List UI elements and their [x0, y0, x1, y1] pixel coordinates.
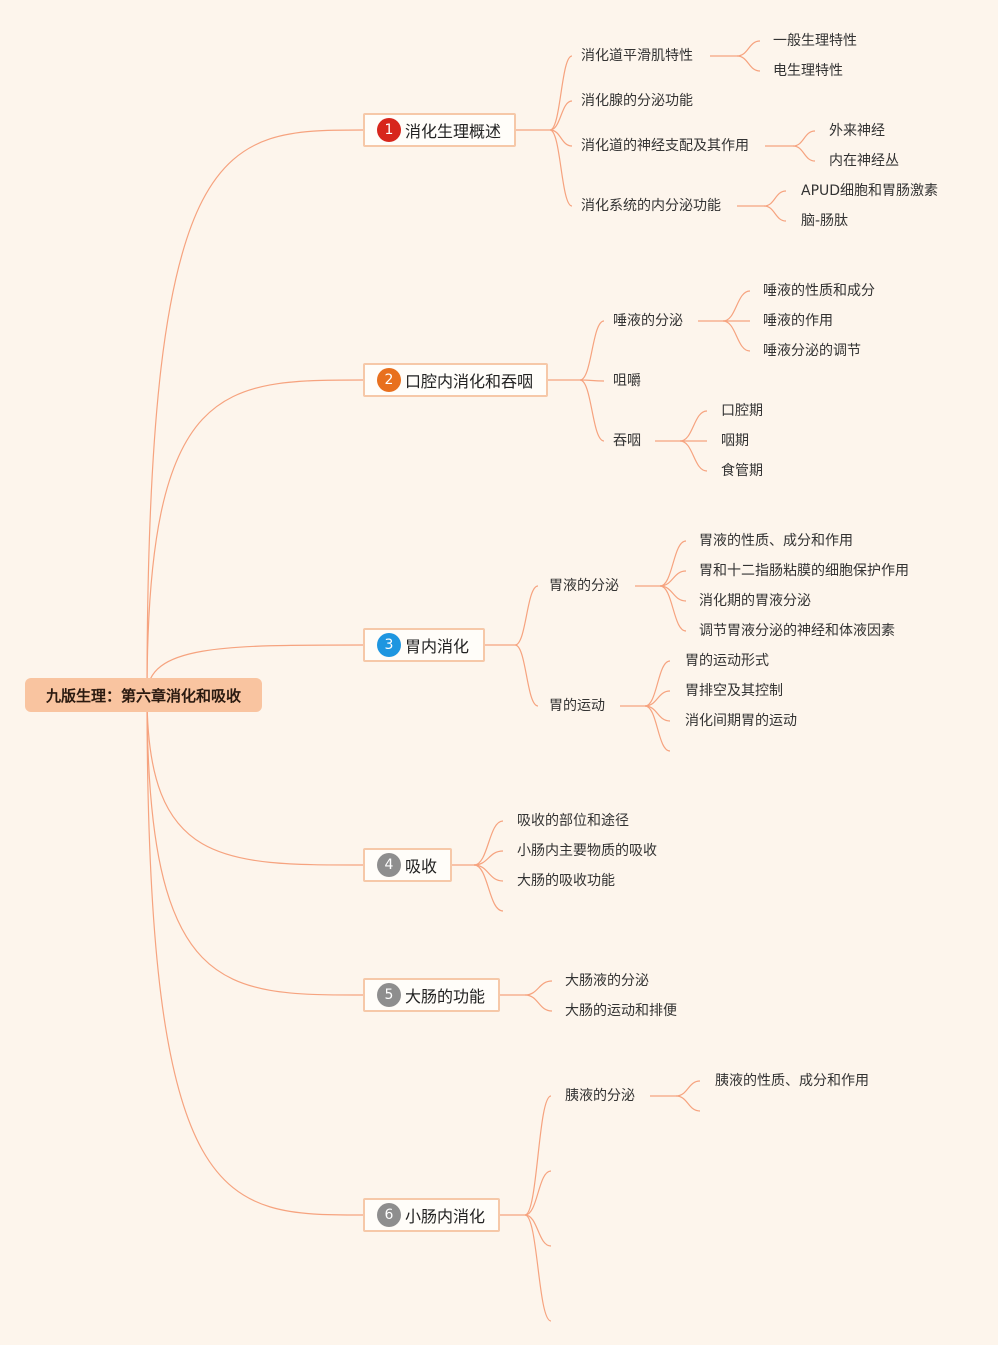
topic-node[interactable]: 消化道的神经支配及其作用 [581, 138, 749, 154]
child-link-4-3 [473, 864, 504, 882]
child-link-2-3 [579, 379, 605, 442]
grand-link-1-1-1 [736, 40, 761, 57]
topic-node[interactable]: 大肠液的分泌 [565, 973, 649, 989]
child-link-2-1 [579, 320, 605, 381]
root-link-2 [146, 379, 364, 696]
number-badge-icon: 2 [377, 368, 401, 392]
subtopic-node[interactable]: 电生理特性 [773, 63, 843, 79]
grand-link-6-1-1 [675, 1080, 701, 1097]
subtopic-node[interactable]: 唾液分泌的调节 [763, 343, 861, 359]
child-link-3-2 [514, 644, 539, 707]
number-badge-icon: 3 [377, 633, 401, 657]
subtopic-node[interactable]: 咽期 [721, 433, 749, 449]
grand-link-6-1-2 [675, 1095, 701, 1112]
subtopic-node[interactable]: 胃的运动形式 [685, 653, 769, 669]
subtopic-node[interactable]: 脑-肠肽 [801, 213, 849, 229]
grand-link-3-2-1 [644, 660, 671, 707]
subtopic-node[interactable]: APUD细胞和胃肠激素 [801, 183, 939, 199]
child-link-6-2 [524, 1170, 552, 1216]
grand-link-3-1-4 [659, 585, 687, 632]
topic-node[interactable]: 大肠的运动和排便 [565, 1003, 677, 1019]
child-link-6-3 [524, 1214, 552, 1247]
subtopic-node[interactable]: 消化期的胃液分泌 [699, 593, 811, 609]
grand-link-3-1-2 [659, 570, 687, 587]
child-link-1-3 [549, 129, 573, 147]
grand-link-2-3-3 [679, 440, 708, 472]
child-link-4-1 [473, 820, 504, 866]
subtopic-node[interactable]: 胃排空及其控制 [685, 683, 783, 699]
branch-label: 消化生理概述 [405, 122, 502, 141]
subtopic-node[interactable]: 口腔期 [721, 403, 763, 419]
root-link-6 [146, 694, 364, 1216]
topic-node[interactable]: 胰液的分泌 [565, 1088, 635, 1104]
grand-link-3-2-4 [644, 705, 671, 752]
topic-node[interactable]: 消化腺的分泌功能 [581, 93, 693, 109]
grand-link-2-3-1 [679, 410, 708, 442]
grand-link-1-1-2 [736, 55, 761, 72]
child-link-5-2 [524, 994, 553, 1012]
child-link-1-4 [549, 129, 573, 207]
child-link-5-1 [524, 980, 553, 996]
branch-label: 大肠的功能 [405, 987, 486, 1006]
subtopic-node[interactable]: 食管期 [721, 463, 763, 479]
subtopic-node[interactable]: 消化间期胃的运动 [685, 713, 797, 729]
topic-node[interactable]: 唾液的分泌 [613, 313, 683, 329]
grand-link-1-3-2 [792, 145, 816, 162]
branch-label: 胃内消化 [405, 637, 470, 656]
topic-node[interactable]: 消化系统的内分泌功能 [581, 198, 721, 214]
root-link-4 [146, 694, 364, 866]
topic-node[interactable]: 咀嚼 [613, 373, 641, 389]
grand-link-1-4-2 [763, 205, 787, 222]
subtopic-node[interactable]: 调节胃液分泌的神经和体液因素 [699, 623, 895, 639]
root-label: 九版生理：第六章消化和吸收 [45, 686, 241, 705]
branch-label: 小肠内消化 [405, 1207, 486, 1226]
child-link-1-1 [549, 55, 573, 131]
grand-link-3-2-2 [644, 690, 671, 707]
child-link-2-2 [579, 379, 605, 382]
grand-link-3-1-1 [659, 540, 687, 587]
topic-node[interactable]: 吸收的部位和途径 [517, 813, 629, 829]
child-link-4-4 [473, 864, 504, 912]
topic-node[interactable]: 小肠内主要物质的吸收 [517, 843, 657, 859]
topic-node[interactable]: 消化道平滑肌特性 [581, 48, 693, 64]
child-link-6-1 [524, 1095, 552, 1216]
subtopic-node[interactable]: 外来神经 [829, 123, 885, 139]
child-link-6-4 [524, 1214, 552, 1322]
root-link-5 [146, 694, 364, 996]
root-node[interactable]: 九版生理：第六章消化和吸收 [25, 678, 262, 712]
grand-link-2-1-3 [722, 320, 751, 352]
branch-label: 吸收 [405, 857, 438, 876]
topic-node[interactable]: 吞咽 [613, 433, 641, 449]
subtopic-node[interactable]: 胃液的性质、成分和作用 [699, 533, 853, 549]
topic-node[interactable]: 胃液的分泌 [549, 578, 619, 594]
number-badge-icon: 5 [377, 983, 401, 1007]
subtopic-node[interactable]: 胃和十二指肠粘膜的细胞保护作用 [699, 563, 909, 579]
child-link-4-2 [473, 850, 504, 866]
branch-label: 口腔内消化和吞咽 [405, 372, 534, 391]
number-badge-icon: 6 [377, 1203, 401, 1227]
subtopic-node[interactable]: 内在神经丛 [829, 153, 899, 169]
subtopic-node[interactable]: 唾液的性质和成分 [763, 283, 875, 299]
grand-link-1-4-1 [763, 190, 787, 207]
root-link-1 [146, 129, 364, 696]
topic-node[interactable]: 大肠的吸收功能 [517, 873, 615, 889]
grand-link-2-1-1 [722, 290, 751, 322]
subtopic-node[interactable]: 一般生理特性 [773, 33, 857, 49]
grand-link-1-3-1 [792, 130, 816, 147]
child-link-1-2 [549, 100, 573, 131]
child-link-3-1 [514, 585, 539, 646]
topic-node[interactable]: 胃的运动 [549, 698, 605, 714]
subtopic-node[interactable]: 胰液的性质、成分和作用 [715, 1073, 869, 1089]
subtopic-node[interactable]: 唾液的作用 [763, 313, 833, 329]
number-badge-icon: 4 [377, 853, 401, 877]
number-badge-icon: 1 [377, 118, 401, 142]
